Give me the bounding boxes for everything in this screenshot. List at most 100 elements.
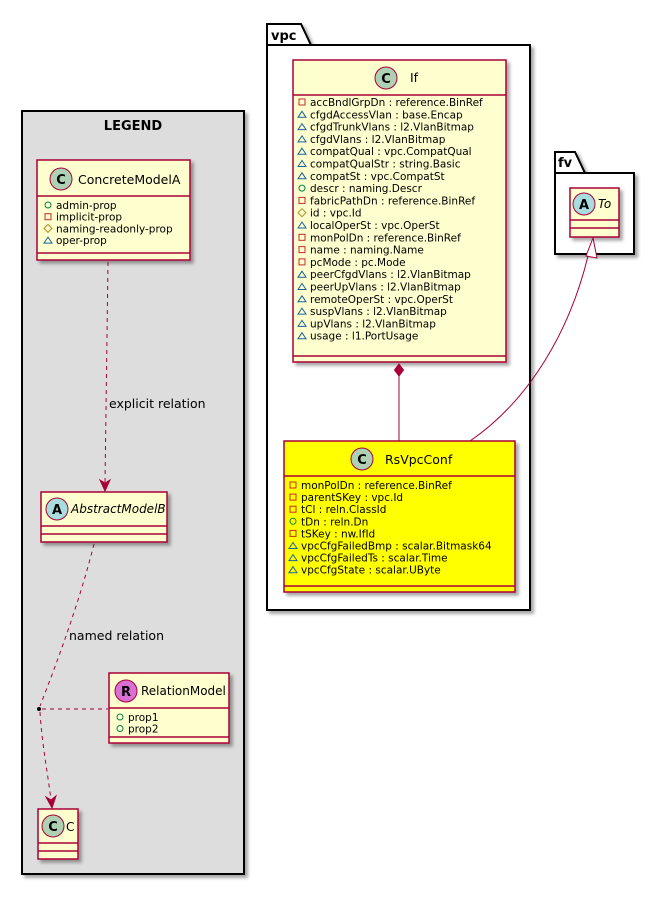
class-concrete-model-a[interactable]: C ConcreteModelA admin-propimplicit-prop… [36,159,191,261]
class-name: RsVpcConf [385,452,453,467]
class-prop: oper-prop [56,235,107,247]
class-prop: fabricPathDn : reference.BinRef [310,195,475,207]
private-visibility-icon [44,213,52,221]
class-prop: compatQual : vpc.CompatQual [310,146,472,158]
private-visibility-icon [298,98,306,106]
private-visibility-icon [289,481,297,489]
inheritance-edge [469,236,598,442]
package-visibility-icon [297,221,307,229]
class-prop: remoteOperSt : vpc.OperSt [310,294,453,306]
class-c-icon [350,447,374,471]
class-name: C [66,820,74,834]
class-prop: compatSt : vpc.CompatSt [310,171,445,183]
named-relation-edges: named relation [37,543,164,810]
class-prop: tDn : reln.Dn [301,516,368,528]
private-visibility-icon [298,233,306,241]
class-prop: vpcCfgState : scalar.UByte [301,565,441,577]
private-visibility-icon [289,505,297,513]
package-visibility-icon [297,294,307,303]
package-visibility-icon [297,282,307,290]
package-visibility-icon [288,541,298,549]
public-visibility-icon [116,725,124,732]
class-a-icon [572,192,596,216]
stereotype-letter: C [357,453,367,468]
class-prop: monPolDn : reference.BinRef [310,232,461,244]
composition-edge [393,363,405,441]
class-prop: accBndlGrpDn : reference.BinRef [310,97,483,109]
package-visibility-icon [297,110,307,118]
package-visibility-icon [297,331,307,340]
class-prop: id : vpc.Id [310,208,362,220]
class-name: ConcreteModelA [78,172,181,187]
class-prop: cfgdAccessVlan : base.Encap [310,109,463,121]
package-visibility-icon [288,565,298,574]
class-prop: vpcCfgFailedBmp : scalar.Bitmask64 [301,541,492,553]
public-visibility-icon [116,713,124,721]
class-props: accBndlGrpDn : reference.BinRefcfgdAcces… [297,97,483,343]
class-abstract-model-b[interactable]: A AbstractModelB [40,491,168,543]
explicit-relation-label: explicit relation [109,396,206,411]
public-visibility-icon [298,184,306,192]
class-r-icon [114,679,138,703]
class-name: To [598,197,611,211]
class-prop: admin-prop [56,200,117,212]
class-prop: parentSKey : vpc.Id [301,492,403,504]
package-visibility-icon [297,147,307,155]
class-c-icon [374,66,398,90]
named-relation-label: named relation [69,628,164,643]
package-visibility-icon [297,122,307,131]
protected-visibility-icon [43,223,53,234]
class-name: AbstractModelB [70,502,166,516]
class-if[interactable]: C If accBndlGrpDn : reference.BinRefcfgd… [292,59,507,363]
legend-title: LEGEND [104,119,163,134]
class-c[interactable]: C C [37,808,79,860]
package-tab-label: vpc [271,29,297,44]
class-prop: prop2 [128,724,159,736]
private-visibility-icon [289,529,297,537]
package-visibility-icon [297,319,307,327]
class-prop: suspVlans : l2.VlanBitmap [310,306,447,318]
stereotype-letter: R [121,685,131,700]
package-tab-label: fv [558,156,573,171]
private-visibility-icon [298,196,306,204]
class-prop: upVlans : l2.VlanBitmap [310,318,436,330]
class-prop: prop1 [128,712,159,724]
class-prop: descr : naming.Descr [310,183,423,195]
stereotype-letter: A [52,503,62,518]
public-visibility-icon [44,201,52,209]
class-prop: cfgdVlans : l2.VlanBitmap [310,134,446,146]
class-prop: name : naming.Name [310,245,424,257]
explicit-relation-arrow: explicit relation [98,261,206,493]
class-prop: cfgdTrunkVlans : l2.VlanBitmap [310,122,474,134]
class-prop: peerCfgdVlans : l2.VlanBitmap [310,269,471,281]
class-prop: monPolDn : reference.BinRef [301,480,452,492]
class-prop: peerUpVlans : l2.VlanBitmap [310,282,461,294]
private-visibility-icon [298,246,306,254]
class-prop: implicit-prop [56,212,122,224]
class-prop: localOperSt : vpc.OperSt [310,220,440,232]
class-prop: naming-readonly-prop [56,223,173,235]
class-rsvpcconf[interactable]: C RsVpcConf monPolDn : reference.BinRefp… [283,440,516,593]
package-visibility-icon [297,134,307,143]
package-visibility-icon [288,553,298,562]
stereotype-letter: C [48,820,58,835]
package-visibility-icon [297,270,307,278]
public-visibility-icon [289,517,297,525]
class-prop: pcMode : pc.Mode [310,257,406,269]
class-name: RelationModel [141,684,226,698]
class-props: admin-propimplicit-propnaming-readonly-p… [43,200,173,247]
package-visibility-icon [297,171,307,180]
private-visibility-icon [289,493,297,501]
class-c-icon [49,167,73,191]
class-prop: tSKey : nw.IfId [301,528,375,540]
class-prop: vpcCfgFailedTs : scalar.Time [301,553,448,565]
class-c-icon [41,814,65,838]
class-a-icon [45,497,69,521]
stereotype-letter: A [579,198,589,213]
class-prop: compatQualStr : string.Basic [310,159,461,171]
class-to[interactable]: A To [569,187,620,238]
